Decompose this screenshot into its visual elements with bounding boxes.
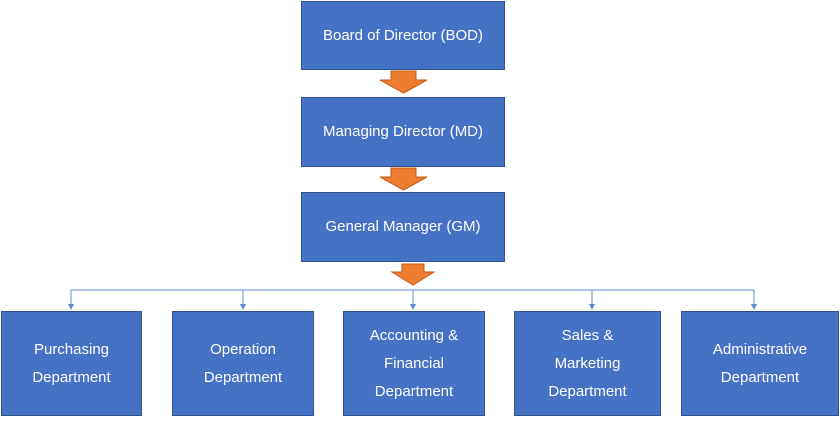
drop-accounting [410, 290, 416, 310]
node-managing-director: Managing Director (MD) [301, 97, 505, 167]
node-sales-marketing-department: Sales & Marketing Department [514, 311, 661, 416]
arrow-gm-to-departments [390, 263, 436, 286]
node-label: Purchasing Department [32, 340, 111, 386]
node-accounting-financial-department: Accounting & Financial Department [343, 311, 485, 416]
drop-operation [240, 290, 246, 310]
arrow-bod-to-md [379, 70, 428, 94]
drop-administrative [751, 290, 757, 310]
node-administrative-department: Administrative Department [681, 311, 839, 416]
drop-sales [589, 290, 595, 310]
node-label: Board of Director (BOD) [322, 26, 484, 44]
node-label: Operation Department [203, 340, 283, 386]
drop-purchasing [68, 290, 74, 310]
node-label: Accounting & Financial Department [369, 326, 459, 400]
node-label: Sales & Marketing Department [548, 326, 627, 400]
node-purchasing-department: Purchasing Department [1, 311, 142, 416]
node-operation-department: Operation Department [172, 311, 314, 416]
node-label: Managing Director (MD) [322, 123, 484, 140]
node-board-of-director: Board of Director (BOD) [301, 1, 505, 70]
node-general-manager: General Manager (GM) [301, 192, 505, 262]
node-label: Administrative Department [712, 340, 808, 386]
arrow-md-to-gm [379, 167, 428, 191]
node-label: General Manager (GM) [325, 218, 481, 235]
